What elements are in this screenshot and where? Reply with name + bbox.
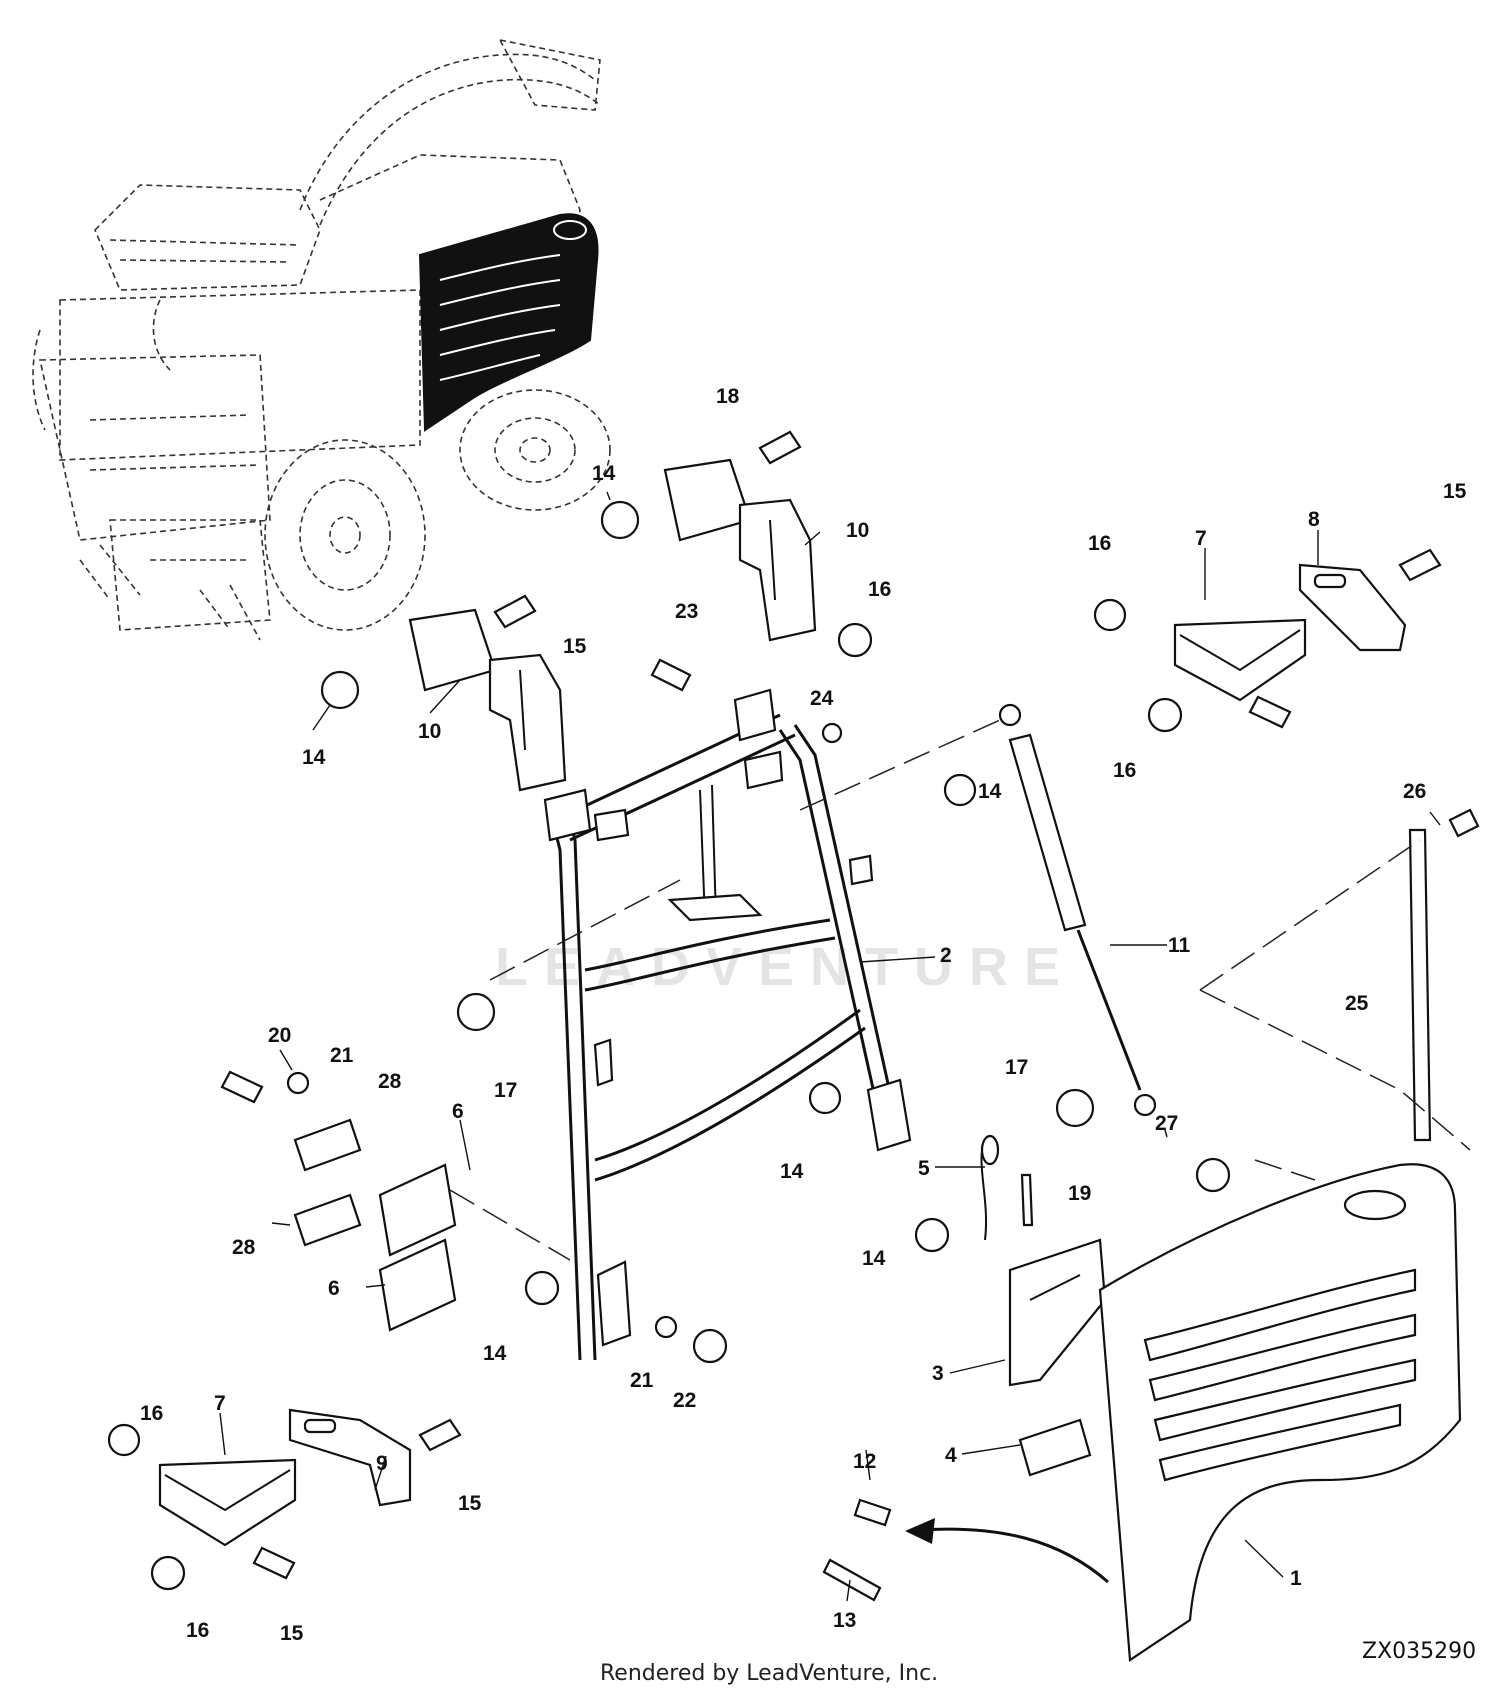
callout-10-upper: 10	[846, 519, 869, 542]
callout-18: 18	[716, 385, 740, 408]
callout-7-lower: 7	[214, 1392, 226, 1415]
direction-arrow	[905, 1518, 1109, 1584]
callout-13: 13	[833, 1609, 856, 1632]
callout-14-a: 14	[592, 462, 616, 485]
machine-overview	[32, 38, 611, 641]
catch-part-4	[1018, 1418, 1092, 1477]
callout-9: 9	[376, 1452, 388, 1475]
callout-14-b: 14	[302, 746, 326, 769]
bracket-part-7-lower	[158, 1458, 297, 1547]
callout-27: 27	[1155, 1112, 1178, 1135]
bracket-part-9	[288, 1408, 412, 1507]
callout-6-lower: 6	[328, 1277, 340, 1300]
callout-14-c: 14	[978, 780, 1002, 803]
callout-6-upper: 6	[452, 1100, 464, 1123]
plate-part-6-upper	[378, 1163, 457, 1257]
callout-14-f: 14	[862, 1247, 886, 1270]
callout-3: 3	[932, 1362, 944, 1385]
callout-15-b: 15	[1443, 480, 1467, 503]
clip-part-28-lower	[293, 1193, 362, 1247]
callout-16-a: 16	[868, 578, 891, 601]
callout-11: 11	[1168, 934, 1191, 957]
callout-15-c: 15	[458, 1492, 482, 1515]
callout-16-e: 16	[186, 1619, 209, 1642]
bracket-part-7-upper	[1173, 618, 1307, 702]
callout-10-lower: 10	[418, 720, 441, 743]
callout-2: 2	[940, 944, 952, 967]
gas-strut-part-11	[998, 703, 1157, 1117]
callout-12: 12	[853, 1450, 876, 1473]
callout-20: 20	[268, 1024, 291, 1047]
callout-17-a: 17	[494, 1079, 517, 1102]
callout-25: 25	[1345, 992, 1369, 1015]
clip-part-28-upper	[293, 1118, 362, 1172]
latch-part-3	[1008, 1238, 1107, 1387]
fasteners	[107, 430, 1480, 1602]
hinge-part-10-lower	[408, 608, 567, 792]
figure-code: ZX035290	[1362, 1639, 1476, 1664]
callout-14-e: 14	[483, 1342, 507, 1365]
callout-5: 5	[918, 1157, 930, 1180]
callout-21-b: 21	[630, 1369, 654, 1392]
callout-16-d: 16	[140, 1402, 163, 1425]
callout-16-b: 16	[1088, 532, 1111, 555]
callout-24: 24	[810, 687, 834, 710]
callout-19: 19	[1068, 1182, 1091, 1205]
callout-22: 22	[673, 1389, 696, 1412]
callout-16-c: 16	[1113, 759, 1136, 782]
callout-17-b: 17	[1005, 1056, 1028, 1079]
pin-part-5	[980, 1134, 1000, 1241]
callout-1: 1	[1290, 1567, 1302, 1590]
callout-8: 8	[1308, 508, 1320, 531]
bracket-part-8	[1298, 563, 1407, 652]
callout-15-d: 15	[280, 1622, 304, 1645]
callout-15-a: 15	[563, 635, 587, 658]
alignment-lines	[449, 719, 1471, 1261]
callout-7-upper: 7	[1195, 527, 1207, 550]
callouts: 1 2 3 4 5 6 6 7 7 8 9 10 10 11 12 13 14 …	[140, 385, 1467, 1645]
hinge-part-10-upper	[663, 458, 817, 642]
callout-14-d: 14	[780, 1160, 804, 1183]
callout-23: 23	[675, 600, 698, 623]
leader-lines	[219, 491, 1441, 1602]
plate-part-6-lower	[378, 1238, 457, 1332]
strip-part-25	[1408, 828, 1432, 1142]
callout-26: 26	[1403, 780, 1426, 803]
side-panel-part-1	[1098, 1163, 1462, 1662]
callout-28-a: 28	[378, 1070, 402, 1093]
callout-21-a: 21	[330, 1044, 354, 1067]
callout-28-b: 28	[232, 1236, 256, 1259]
render-credit: Rendered by LeadVenture, Inc.	[600, 1661, 938, 1686]
callout-4: 4	[945, 1444, 957, 1467]
frame-part-2	[543, 688, 912, 1361]
